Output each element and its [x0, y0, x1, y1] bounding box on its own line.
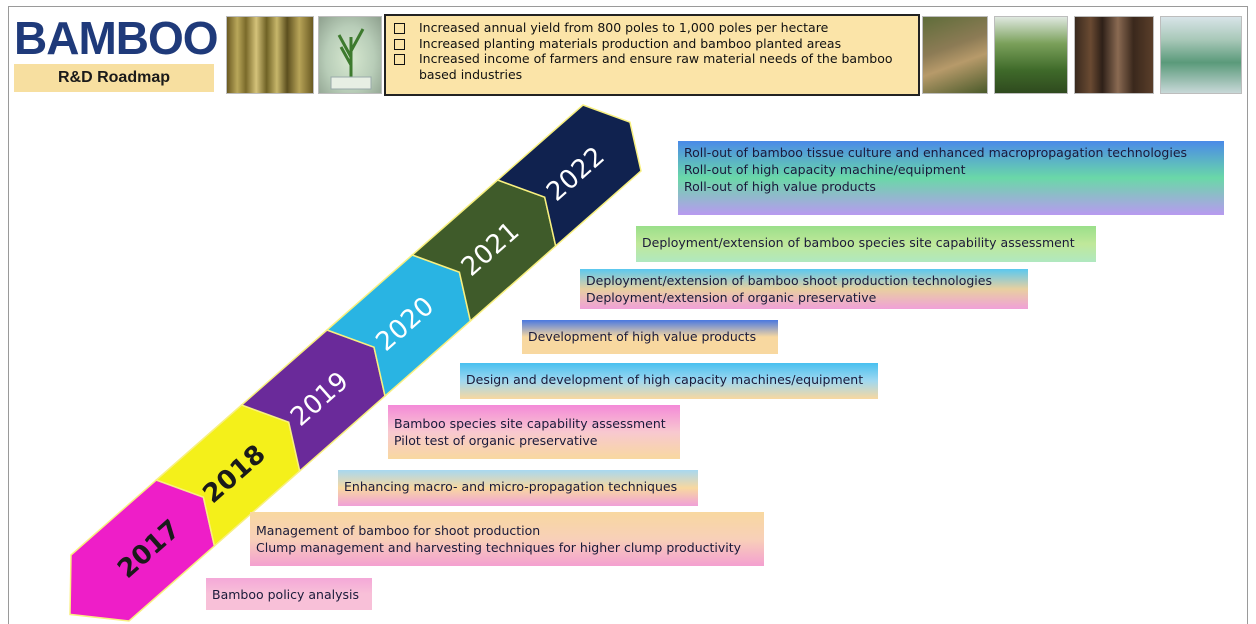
- slide-frame: [8, 6, 1248, 624]
- activity-text: Deployment/extension of organic preserva…: [586, 290, 877, 305]
- checkbox-icon: [394, 38, 405, 50]
- activity-text: Design and development of high capacity …: [466, 372, 864, 387]
- activity-bar-2021: Deployment/extension of bamboo species s…: [636, 226, 1096, 262]
- activity-bar-2019a: Design and development of high capacity …: [460, 363, 878, 399]
- activity-text: Roll-out of bamboo tissue culture and en…: [684, 145, 1188, 160]
- checkbox-icon: [394, 54, 405, 65]
- activity-bar-2022: Roll-out of bamboo tissue culture and en…: [678, 141, 1224, 215]
- timeline-segment-2022: [496, 104, 642, 248]
- bamboo-base-photo: [1074, 16, 1154, 94]
- activity-text: Clump management and harvesting techniqu…: [256, 540, 742, 555]
- activity-text: Management of bamboo for shoot productio…: [256, 523, 541, 538]
- activity-bar-2019b: Development of high value products: [522, 320, 778, 354]
- activity-bar-2018b: Bamboo species site capability assessmen…: [388, 405, 680, 459]
- activity-text: Bamboo species site capability assessmen…: [394, 416, 666, 431]
- goal-item: Increased planting materials production …: [394, 36, 910, 52]
- activity-text: Roll-out of high value products: [684, 179, 876, 194]
- activity-text: Deployment/extension of bamboo shoot pro…: [586, 273, 992, 288]
- goal-text: based industries: [419, 66, 523, 82]
- plantlet-icon: [330, 28, 372, 90]
- activity-bar-2017a: Bamboo policy analysis: [206, 578, 372, 610]
- nursery-photo: [1160, 16, 1242, 94]
- page-title: BAMBOO: [14, 12, 219, 64]
- bamboo-clump-photo: [994, 16, 1068, 94]
- tissue-culture-photo: [318, 16, 382, 94]
- goal-item: Increased income of farmers and ensure r…: [394, 51, 910, 67]
- activity-text: Roll-out of high capacity machine/equipm…: [684, 162, 966, 177]
- goal-item-continued: based industries: [394, 67, 910, 83]
- checkbox-icon: [394, 23, 405, 34]
- brand-block: BAMBOO R&D Roadmap: [14, 12, 219, 92]
- goals-box: Increased annual yield from 800 poles to…: [384, 14, 920, 96]
- activity-text: Bamboo policy analysis: [212, 587, 359, 602]
- farmer-photo: [922, 16, 988, 94]
- activity-text: Enhancing macro- and micro-propagation t…: [344, 479, 678, 494]
- activity-text: Development of high value products: [528, 329, 757, 344]
- page-subtitle: R&D Roadmap: [14, 64, 214, 92]
- activity-bar-2020: Deployment/extension of bamboo shoot pro…: [580, 269, 1028, 309]
- activity-bar-2018a: Enhancing macro- and micro-propagation t…: [338, 470, 698, 506]
- activity-text: Pilot test of organic preservative: [394, 433, 598, 448]
- goal-text: Increased annual yield from 800 poles to…: [419, 20, 829, 35]
- goal-item: Increased annual yield from 800 poles to…: [394, 20, 910, 36]
- activity-text: Deployment/extension of bamboo species s…: [642, 235, 1075, 250]
- bamboo-stems-photo: [226, 16, 314, 94]
- goal-text: Increased planting materials production …: [419, 35, 842, 51]
- activity-bar-2017b: Management of bamboo for shoot productio…: [250, 512, 764, 566]
- goal-text: Increased income of farmers and ensure r…: [419, 51, 893, 66]
